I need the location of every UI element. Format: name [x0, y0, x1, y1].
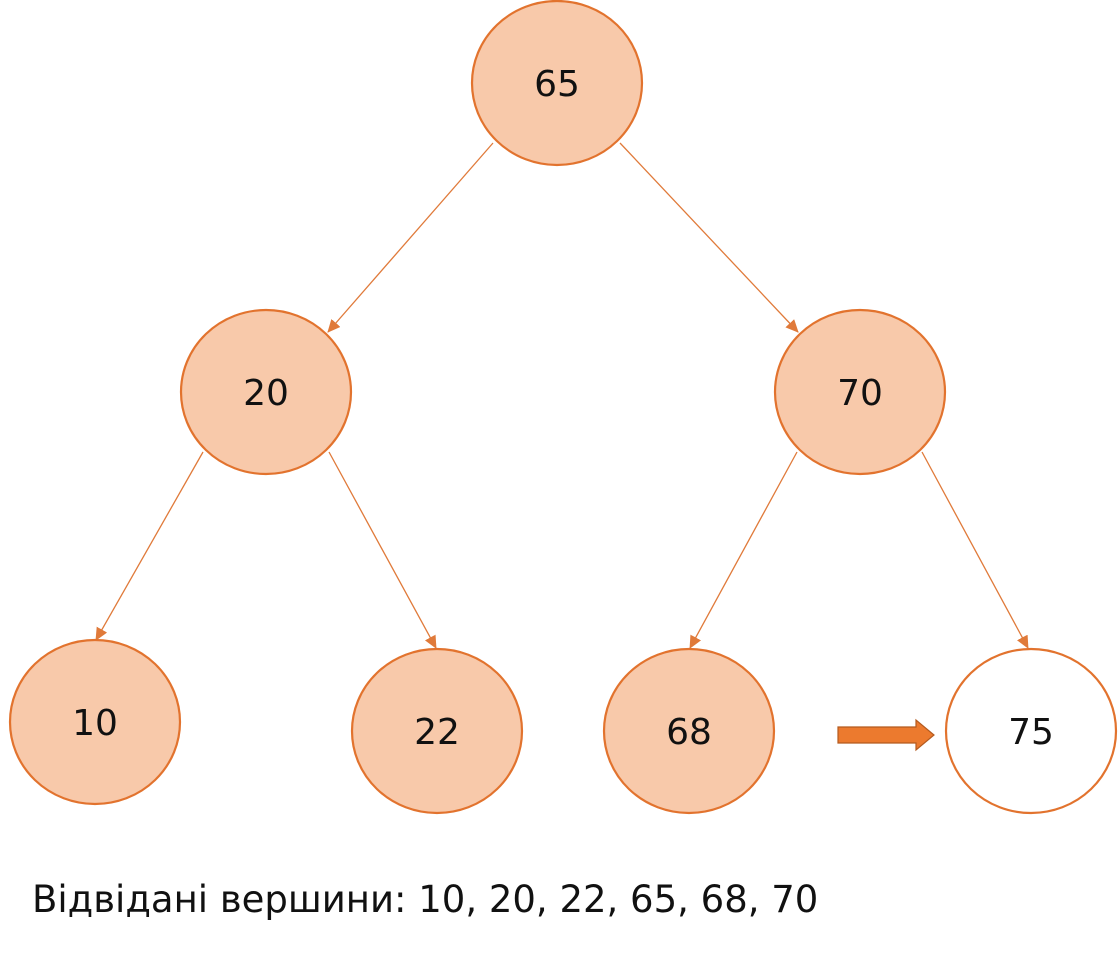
edge-20-22	[328, 451, 437, 649]
tree-node-75: 75	[944, 647, 1118, 815]
tree-node-68: 68	[602, 647, 776, 815]
node-circle	[179, 308, 353, 476]
tree-node-65: 65	[470, 0, 644, 167]
tree-node-20: 20	[179, 308, 353, 476]
node-label: 10	[72, 703, 118, 744]
node-label: 70	[837, 373, 883, 414]
node-label: 75	[1008, 712, 1054, 753]
node-label: 22	[414, 712, 460, 753]
node-circle	[350, 647, 524, 815]
tree-node-22: 22	[350, 647, 524, 815]
pointer	[837, 718, 935, 752]
edge-70-75	[921, 451, 1029, 649]
edges	[95, 142, 1029, 649]
edge-20-10	[95, 451, 204, 641]
node-circle	[602, 647, 776, 815]
node-circle	[773, 308, 947, 476]
visited-nodes-caption: Відвідані вершини: 10, 20, 22, 65, 68, 7…	[32, 878, 819, 921]
edge-65-70	[619, 142, 799, 333]
nodes: 65 20 70 10 22 68 75	[8, 0, 1118, 815]
node-label: 20	[243, 373, 289, 414]
node-circle	[8, 638, 182, 806]
tree-node-70: 70	[773, 308, 947, 476]
node-circle	[944, 647, 1118, 815]
node-label: 65	[534, 64, 580, 105]
edge-70-68	[689, 451, 798, 649]
tree-node-10: 10	[8, 638, 182, 806]
node-label: 68	[666, 712, 712, 753]
right-arrow-icon	[837, 718, 935, 752]
edge-65-20	[327, 142, 494, 333]
node-circle	[470, 0, 644, 167]
